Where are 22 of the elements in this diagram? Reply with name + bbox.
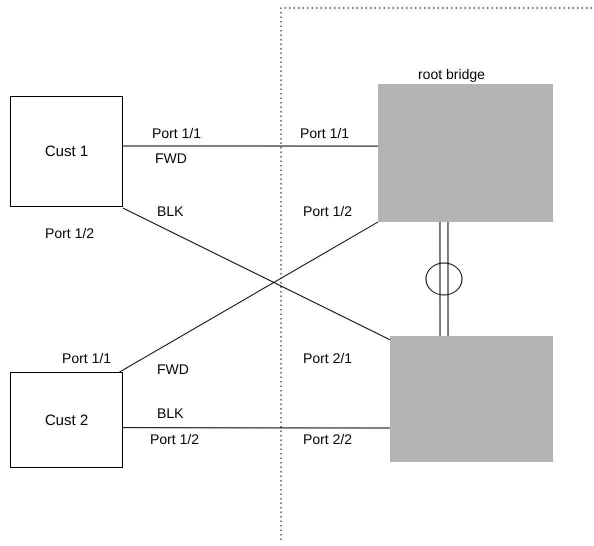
switch-box: [378, 84, 553, 222]
node-heading: root bridge: [418, 66, 486, 83]
port-label: Port 2/2: [303, 431, 352, 447]
customer-switch-box: Cust 2: [10, 372, 123, 468]
connector-line: [122, 208, 390, 340]
port-label: FWD: [157, 361, 189, 377]
connector-line: [122, 145, 378, 147]
port-label: BLK: [157, 203, 184, 219]
port-label: Port 1/1: [62, 350, 112, 366]
port-label: Port 1/2: [303, 203, 352, 219]
port-label: Port 1/1: [152, 125, 202, 141]
port-label: BLK: [157, 405, 184, 421]
connector-line: [122, 427, 390, 428]
link-aggregation-line: [426, 222, 462, 336]
port-label: Port 2/1: [303, 350, 352, 366]
customer-switch-box: Cust 1: [10, 96, 123, 207]
connector-line: [119, 222, 378, 372]
switch-box: [390, 336, 553, 462]
port-label: Port 1/2: [150, 431, 200, 447]
port-label: Port 1/2: [45, 225, 94, 241]
port-label: FWD: [155, 150, 187, 166]
port-label: Port 1/1: [300, 125, 350, 141]
